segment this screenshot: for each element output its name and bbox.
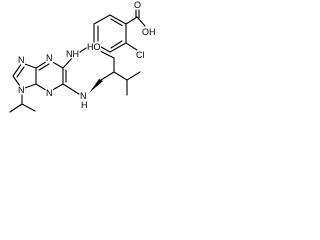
carboxylic-acid-group (125, 7, 146, 27)
atom-label-oh: OH (142, 27, 156, 37)
bond (126, 71, 141, 81)
bond (109, 42, 127, 53)
atom-label-background (133, 0, 142, 10)
atom-label-n-purine-1: N (46, 53, 53, 63)
bond (109, 14, 127, 25)
atom-label-background (141, 27, 156, 37)
bond (21, 103, 36, 112)
atom-label-n-purine-7: N (18, 55, 25, 65)
atom-label-n-purine-9: N (18, 85, 25, 95)
hydroxymethyl-isobutyl-chain (89, 50, 141, 96)
atom-label-ho: HO (87, 42, 101, 52)
atom-label-background (45, 53, 53, 63)
atom-label-background (45, 88, 53, 98)
atom-label-n-amino: N (80, 91, 87, 101)
bond (62, 83, 80, 95)
imidazole-ring (12, 62, 37, 90)
atom-label-background (17, 55, 25, 65)
atom-label-o-carbonyl: O (134, 0, 141, 10)
double-bond (38, 63, 50, 71)
bond (100, 71, 115, 81)
chemical-structure-diagram: O OH Cl NH N N N N N H HO (9, 0, 156, 113)
bond (9, 103, 23, 113)
atom-label-background (17, 85, 25, 95)
atom-label-background (80, 100, 88, 110)
stereo-wedge-bond (89, 79, 103, 93)
benzene-ring (93, 14, 127, 53)
atom-label-n-purine-3: N (46, 88, 53, 98)
bond (99, 50, 115, 59)
atom-label-background (86, 42, 101, 52)
bond (113, 71, 128, 81)
double-bond (16, 66, 25, 78)
bond (125, 42, 138, 51)
bond (125, 16, 138, 25)
double-bond (110, 40, 123, 49)
bond (136, 16, 146, 27)
bond (12, 62, 23, 77)
bond (93, 14, 111, 25)
atom-label-cl: Cl (136, 50, 145, 60)
atom-label-h-amino: H (81, 100, 88, 110)
double-bond (110, 18, 123, 27)
bond (62, 56, 74, 69)
atom-label-background (79, 91, 87, 101)
atom-label-background (65, 49, 80, 59)
atom-labels: O OH Cl NH N N N N N H HO (17, 0, 156, 110)
atom-label-background (135, 50, 145, 60)
atom-label-nh-anilino: NH (66, 49, 79, 59)
